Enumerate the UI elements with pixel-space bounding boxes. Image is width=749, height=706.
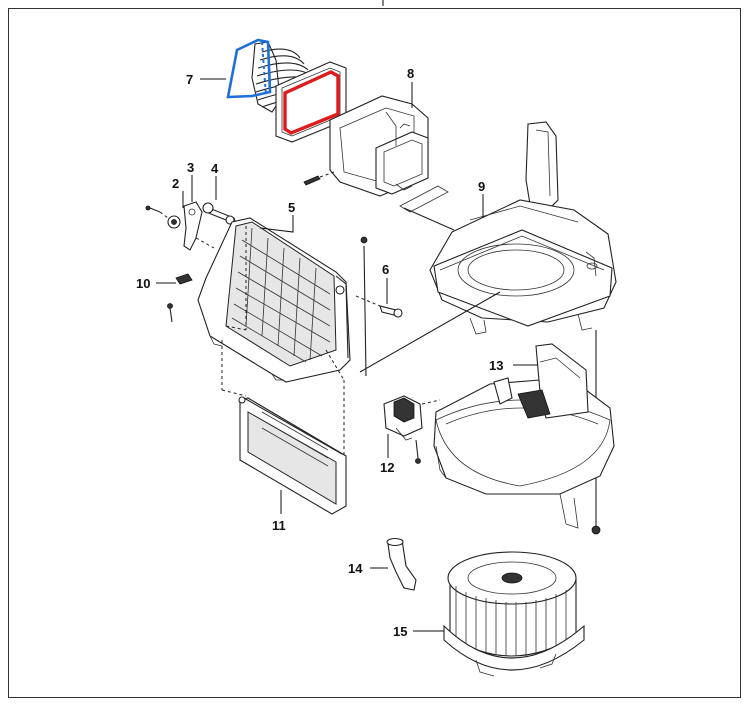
part-label-13: 13 — [489, 358, 503, 373]
part-14-drain-tube — [386, 537, 417, 591]
part-label-9: 9 — [478, 179, 485, 194]
part-label-10: 10 — [136, 276, 150, 291]
part-label-5: 5 — [288, 200, 295, 215]
part-11-air-filter — [238, 396, 347, 515]
diagram-frame — [8, 8, 741, 698]
part-10-clip — [167, 273, 193, 323]
seal-highlight-outline — [283, 70, 340, 135]
part-label-4: 4 — [211, 161, 219, 176]
part-label-2: 2 — [172, 176, 179, 191]
part-2-screw-washer — [145, 205, 181, 229]
part-9-upper-case — [429, 121, 617, 335]
part-label-14: 14 — [348, 561, 363, 576]
part-13-lower-case — [433, 343, 615, 535]
part-3-lever-arm — [183, 201, 215, 251]
part-label-3: 3 — [187, 160, 194, 175]
part-label-12: 12 — [380, 460, 394, 475]
part-12-resistor — [383, 395, 441, 464]
part-6-screw — [355, 236, 403, 318]
part-label-6: 6 — [382, 262, 389, 277]
leader-lines — [156, 78, 538, 632]
part-label-8: 8 — [407, 66, 414, 81]
part-5-filter-housing — [197, 217, 351, 383]
duct-highlight-outline — [226, 38, 272, 99]
part-15-blower-motor — [443, 551, 585, 677]
part-label-11: 11 — [272, 518, 286, 533]
part-7-bellows-duct — [226, 38, 347, 143]
part-4-link-rod — [202, 202, 237, 225]
part-label-7: 7 — [186, 72, 193, 87]
part-8-duct-adapter — [303, 95, 429, 197]
part-label-15: 15 — [393, 624, 407, 639]
